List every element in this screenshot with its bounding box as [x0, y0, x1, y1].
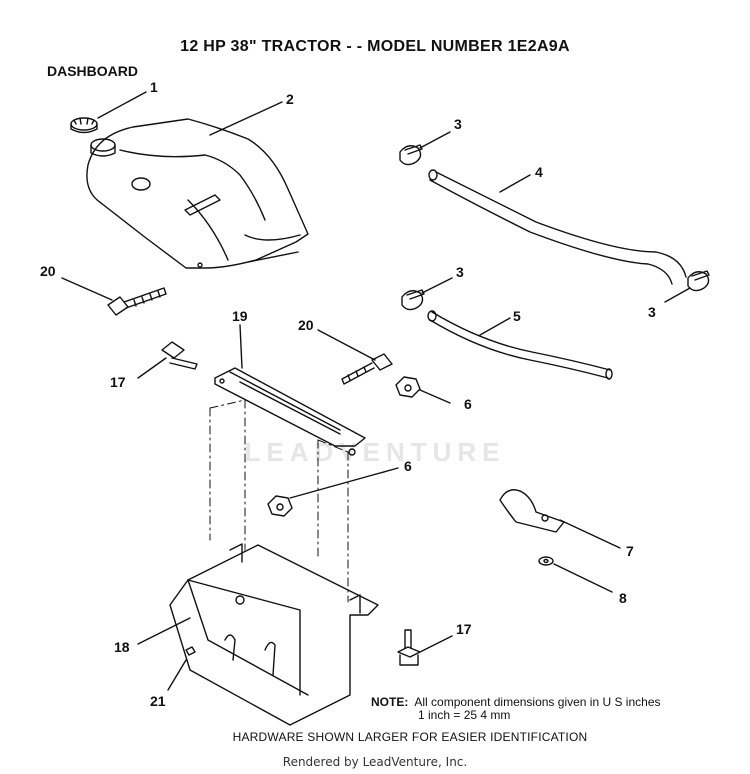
leader-19	[239, 324, 243, 369]
part-1-cap[interactable]	[70, 117, 98, 134]
part-3-clamp-middle[interactable]	[401, 289, 425, 311]
note-label: NOTE:	[371, 695, 409, 709]
part-3-clamp-upper[interactable]	[399, 144, 423, 166]
part-5-hose[interactable]	[427, 310, 613, 380]
part-20-screw-upper[interactable]	[107, 287, 167, 316]
callout-8[interactable]: 8	[619, 590, 627, 606]
callout-5[interactable]: 5	[513, 308, 521, 324]
callout-20-lower[interactable]: 20	[298, 317, 314, 333]
leader-1	[97, 91, 147, 119]
watermark: LEADVENTURE	[244, 437, 506, 467]
part-18-panel[interactable]	[169, 543, 379, 726]
leader-2	[209, 101, 283, 136]
part-20-screw-lower[interactable]	[341, 353, 393, 385]
callout-3-right[interactable]: 3	[648, 304, 656, 320]
part-2-dashboard[interactable]	[86, 118, 309, 269]
part-6-nut-lower[interactable]	[267, 495, 293, 517]
diagram-title: 12 HP 38" TRACTOR - - MODEL NUMBER 1E2A9…	[180, 38, 570, 55]
rendered-by-footer: Rendered by LeadVenture, Inc.	[282, 755, 468, 769]
part-3-clamp-right[interactable]	[687, 270, 710, 292]
callout-17-upper[interactable]: 17	[110, 374, 126, 390]
leader-20b	[317, 329, 376, 361]
part-4-hose[interactable]	[428, 169, 687, 285]
part-17-bolt-upper[interactable]	[161, 341, 198, 370]
leader-18	[137, 617, 191, 645]
callout-3-middle[interactable]: 3	[456, 264, 464, 280]
callout-4[interactable]: 4	[535, 164, 543, 180]
part-17-bolt-lower[interactable]	[397, 629, 421, 666]
part-7-clip[interactable]	[499, 489, 565, 533]
alignment-lines	[209, 399, 349, 603]
callout-19[interactable]: 19	[232, 308, 248, 324]
callout-1[interactable]: 1	[150, 79, 158, 95]
part-6-nut-upper[interactable]	[395, 376, 421, 398]
hardware-note: HARDWARE SHOWN LARGER FOR EASIER IDENTIF…	[232, 730, 588, 744]
leader-3a	[419, 131, 451, 149]
callout-6-upper[interactable]: 6	[464, 396, 472, 412]
part-21-screw[interactable]	[185, 646, 196, 656]
note-line-2: 1 inch = 25 4 mm	[418, 708, 511, 722]
note-line-1: All component dimensions given in U S in…	[414, 695, 661, 709]
leader-6a	[419, 389, 451, 404]
part-19-bracket[interactable]	[214, 367, 366, 456]
callout-7[interactable]: 7	[626, 543, 634, 559]
leader-7	[559, 519, 621, 549]
leader-6b	[289, 467, 399, 499]
leader-5	[479, 317, 511, 336]
leader-21	[167, 659, 187, 691]
leader-20a	[61, 277, 113, 301]
leader-3c	[664, 287, 691, 303]
callout-17-lower[interactable]: 17	[456, 621, 472, 637]
leader-8	[553, 563, 613, 593]
callout-3-upper[interactable]: 3	[454, 116, 462, 132]
dimension-note: NOTE: All component dimensions given in …	[371, 696, 661, 709]
callout-6-lower[interactable]: 6	[404, 458, 412, 474]
leader-17a	[137, 357, 167, 379]
callout-18[interactable]: 18	[114, 639, 130, 655]
section-label: DASHBOARD	[47, 63, 138, 79]
callout-20-upper[interactable]: 20	[40, 263, 56, 279]
leader-17b	[419, 635, 453, 653]
leader-4	[499, 174, 531, 193]
callout-2[interactable]: 2	[286, 91, 294, 107]
part-8-washer[interactable]	[538, 556, 554, 566]
leader-3b	[421, 277, 453, 294]
callout-21[interactable]: 21	[150, 693, 166, 709]
